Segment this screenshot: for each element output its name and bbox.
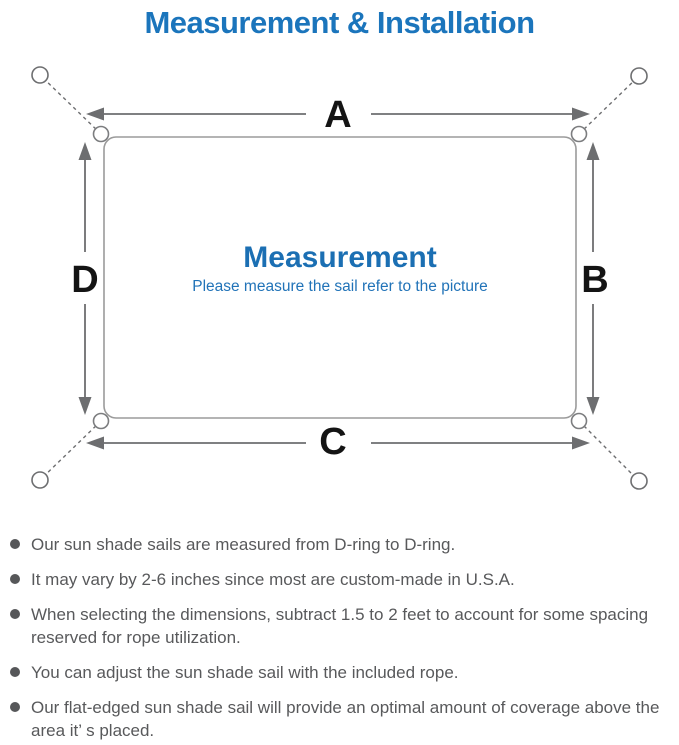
list-item: You can adjust the sun shade sail with t… — [10, 661, 669, 684]
arrow-c-left-head-icon — [86, 436, 104, 450]
arrow-b-up-head-icon — [586, 142, 600, 161]
arrow-c-right-head-icon — [572, 436, 590, 450]
arrow-a-right-head-icon — [572, 107, 590, 121]
arrow-a-left-head-icon — [86, 107, 104, 121]
anchor-point-icon-top-right — [630, 67, 648, 85]
dimension-label-d: D — [71, 259, 98, 301]
list-item: It may vary by 2-6 inches since most are… — [10, 568, 669, 591]
bullet-icon — [10, 609, 20, 620]
page: Measurement & Installation — [0, 5, 679, 745]
d-ring-icon-top-right — [570, 125, 588, 143]
list-item: Our flat-edged sun shade sail will provi… — [10, 696, 669, 742]
arrow-d-down-head-icon — [78, 397, 92, 416]
notes-list: Our sun shade sails are measured from D-… — [0, 533, 679, 742]
note-text: You can adjust the sun shade sail with t… — [31, 663, 459, 683]
rope-dash-top-left — [39, 74, 102, 135]
anchor-point-icon-bottom-right — [630, 472, 648, 490]
rope-dash-bottom-right — [578, 420, 640, 482]
note-text: When selecting the dimensions, subtract … — [31, 605, 649, 648]
arrow-b-down-head-icon — [586, 397, 600, 416]
sail-diagram-canvas: A B C D Measurement Please measure the s… — [31, 66, 648, 490]
dimension-label-b: B — [581, 259, 608, 301]
d-ring-icon-bottom-right — [570, 412, 588, 430]
note-text: It may vary by 2-6 inches since most are… — [31, 570, 515, 590]
diagram-heading: Measurement — [243, 241, 436, 274]
arrow-d-up-head-icon — [78, 142, 92, 161]
note-text: Our flat-edged sun shade sail will provi… — [31, 698, 660, 741]
rope-dash-bottom-left — [39, 420, 102, 481]
anchor-point-icon-bottom-left — [31, 471, 49, 489]
bullet-icon — [10, 702, 20, 713]
page-title: Measurement & Installation — [144, 5, 535, 40]
bullet-icon — [10, 539, 20, 550]
d-ring-icon-top-left — [92, 125, 110, 143]
bullet-icon — [10, 574, 20, 585]
dimension-label-c: C — [319, 421, 346, 463]
d-ring-icon-bottom-left — [92, 412, 110, 430]
bullet-icon — [10, 667, 20, 678]
diagram-subheading: Please measure the sail refer to the pic… — [192, 278, 488, 295]
list-item: When selecting the dimensions, subtract … — [10, 603, 669, 649]
note-text: Our sun shade sails are measured from D-… — [31, 535, 456, 555]
sail-outline — [103, 136, 577, 419]
list-item: Our sun shade sails are measured from D-… — [10, 533, 669, 556]
anchor-point-icon-top-left — [31, 66, 49, 84]
rope-dash-top-right — [578, 75, 640, 135]
dimension-label-a: A — [324, 94, 351, 136]
measurement-diagram: A B C D Measurement Please measure the s… — [0, 42, 679, 507]
